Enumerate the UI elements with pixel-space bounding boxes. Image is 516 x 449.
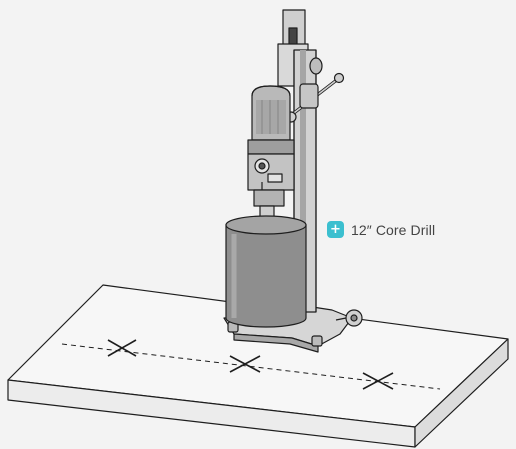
cross-mark xyxy=(229,355,261,373)
hotspot-label: 12″ Core Drill xyxy=(351,221,436,238)
concrete-slab xyxy=(7,284,509,448)
feed-handle xyxy=(285,72,345,123)
drill-marks xyxy=(61,339,441,390)
core-bit xyxy=(225,215,307,328)
cross-mark xyxy=(107,339,137,357)
feed-knob-icon xyxy=(309,57,323,75)
cross-mark xyxy=(362,372,394,390)
slab-side-face xyxy=(414,338,509,448)
plus-icon[interactable]: + xyxy=(327,221,344,238)
hotspot-core-drill[interactable]: + 12″ Core Drill xyxy=(327,221,435,238)
drill-motor xyxy=(247,85,295,221)
